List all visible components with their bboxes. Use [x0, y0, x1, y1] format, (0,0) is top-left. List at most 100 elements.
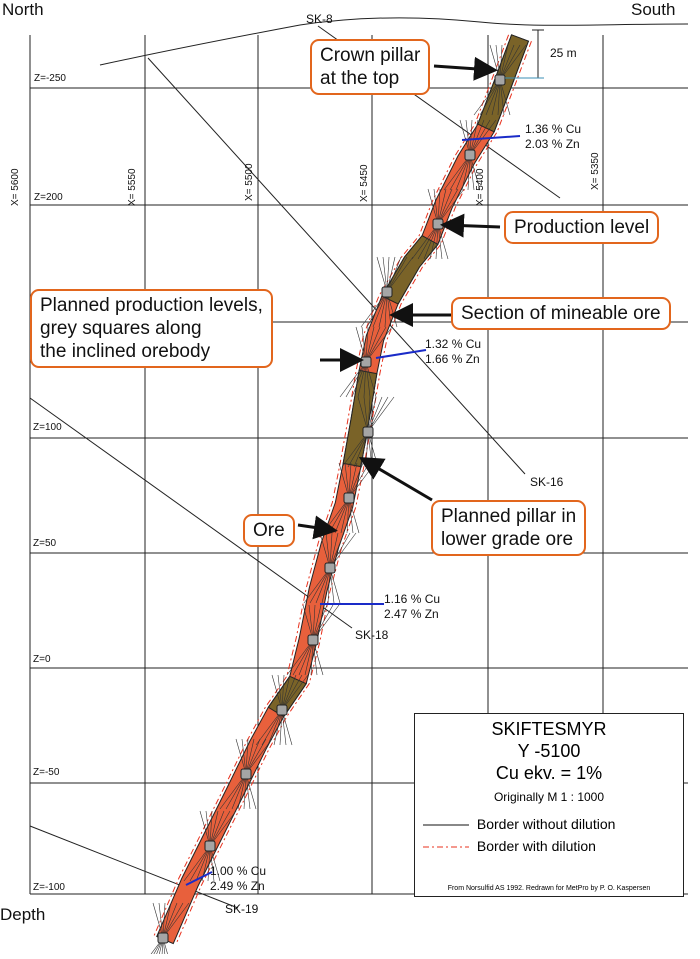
fan-drill-line	[286, 639, 314, 676]
fan-drill-line	[237, 773, 247, 810]
drillhole-label-sk8: SK-8	[306, 12, 333, 26]
fan-drill-line	[312, 604, 334, 641]
fan-drill-line	[435, 223, 439, 260]
fan-drill-line	[304, 639, 314, 676]
fan-drill-line	[152, 902, 164, 939]
legend-without-label: Border without dilution	[476, 816, 616, 832]
fan-drill-line	[499, 44, 503, 81]
callout-crown-pillar: Crown pillar at the top	[310, 39, 431, 95]
callout-line: the inclined orebody	[40, 341, 211, 362]
fan-drill-line	[366, 291, 388, 328]
fan-drill-line	[449, 154, 471, 191]
legend-section: Y -5100	[517, 741, 581, 761]
assay-cu: 1.00 % Cu	[210, 864, 267, 878]
fan-drill-line	[357, 361, 367, 398]
fan-drill-line	[162, 902, 184, 939]
fan-drill-line	[219, 773, 247, 810]
solid-line-swatch	[423, 824, 469, 826]
legend-row-with: Border with dilution	[423, 838, 596, 854]
fan-drill-line	[261, 709, 283, 746]
fan-drill-line	[469, 154, 481, 191]
fan-drill-line	[437, 223, 443, 260]
drillhole-label-sk18: SK-18	[355, 628, 389, 642]
fan-drill-line	[340, 497, 350, 534]
fan-drill-line	[427, 188, 439, 225]
fan-drill-line	[361, 326, 367, 363]
fan-drill-line	[303, 567, 331, 604]
fan-drill-line	[346, 497, 350, 534]
fan-drill-line	[245, 738, 273, 775]
fan-drill-line	[499, 44, 527, 81]
assay-zn: 2.03 % Zn	[525, 137, 580, 151]
depth-label: Depth	[0, 905, 46, 924]
fan-drill-line	[386, 256, 408, 293]
callout-line: grey squares along	[40, 318, 202, 339]
fan-drill-line	[329, 567, 335, 604]
fan-drill-line	[241, 738, 247, 775]
fan-drill-line	[231, 773, 247, 810]
fan-drill-line	[495, 44, 501, 81]
assay-label: 1.00 % Cu 2.49 % Zn	[210, 864, 266, 894]
fan-drill-line	[499, 44, 521, 81]
fan-drill-line	[277, 674, 283, 711]
fan-drill-line	[209, 845, 215, 882]
fan-drill-line	[245, 738, 267, 775]
fan-drill-line	[199, 810, 211, 847]
fan-drill-line	[367, 396, 383, 433]
fan-drill-line	[382, 256, 388, 293]
fan-drill-line	[469, 119, 491, 156]
fan-drill-line	[312, 639, 318, 676]
fan-drill-line	[225, 773, 247, 810]
fan-drill-line	[338, 462, 350, 499]
production-level-marker	[240, 768, 252, 780]
fan-drill-line	[360, 291, 388, 328]
legend-row-without: Border without dilution	[423, 816, 615, 832]
callout-line: Planned production levels,	[40, 295, 263, 316]
fan-drill-line	[437, 223, 449, 260]
easting-label: X= 5400	[475, 168, 486, 206]
fan-drill-line	[207, 845, 211, 882]
fan-drill-line	[255, 709, 283, 746]
fan-drill-line	[315, 567, 331, 604]
fan-drill-line	[417, 223, 439, 260]
fan-drill-line	[312, 604, 328, 641]
fan-drill-line	[209, 810, 237, 847]
easting-label: X= 5450	[359, 164, 370, 202]
production-level-marker	[343, 492, 355, 504]
terrain-surface-line	[99, 17, 689, 66]
assay-cu: 1.36 % Cu	[525, 122, 582, 136]
fan-drill-line	[273, 709, 283, 746]
production-level-marker	[494, 74, 506, 86]
fan-drill-line	[235, 738, 247, 775]
assay-zn: 2.47 % Zn	[384, 607, 439, 621]
callout-line: Ore	[253, 520, 285, 541]
legend-scale: Originally M 1 : 1000	[493, 790, 605, 804]
fan-drill-line	[357, 396, 369, 433]
production-level-marker	[276, 704, 288, 716]
fan-drill-line	[367, 396, 377, 433]
fan-drill-line	[201, 845, 211, 882]
assay-label: 1.32 % Cu 1.66 % Zn	[425, 337, 481, 367]
fan-drill-line	[281, 674, 297, 711]
assay-label: 1.16 % Cu 2.47 % Zn	[384, 592, 440, 622]
assay-intercept-line	[185, 871, 213, 886]
fan-drill-line	[209, 810, 231, 847]
fan-drill-line	[437, 188, 447, 225]
fan-drill-line	[499, 79, 511, 116]
fan-drill-line	[499, 44, 509, 81]
callout-planned-levels: Planned production levels, grey squares …	[30, 289, 273, 368]
easting-label: X= 5500	[244, 163, 255, 201]
production-level-marker	[307, 634, 319, 646]
fan-drill-line	[321, 567, 331, 604]
production-level-marker	[324, 562, 336, 574]
fan-drill-line	[469, 119, 485, 156]
fan-drill-line	[348, 497, 360, 534]
fan-drill-line	[329, 567, 341, 604]
fan-drill-line	[465, 119, 471, 156]
fan-drill-line	[183, 845, 211, 882]
scale-bar-label: 25 m	[550, 46, 577, 60]
fan-drill-line	[461, 154, 471, 191]
callout-ore: Ore	[243, 514, 295, 547]
fan-drill-line	[367, 396, 389, 433]
